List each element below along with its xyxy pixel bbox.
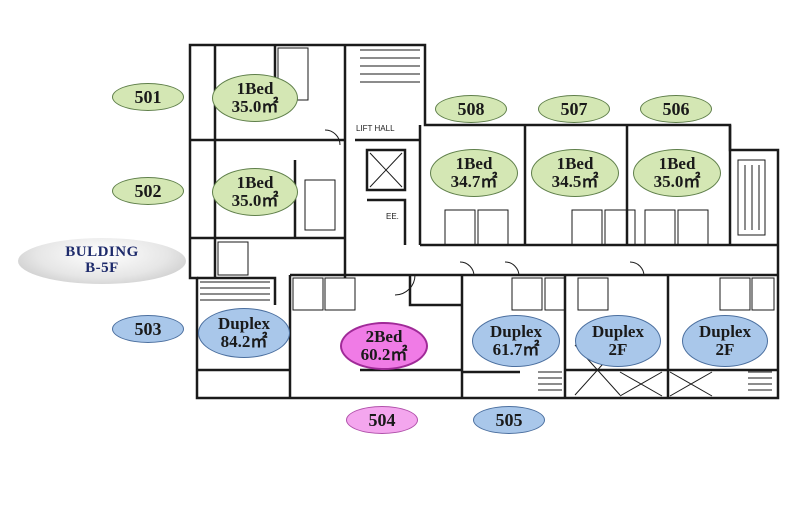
lift-hall-text: LIFT HALL xyxy=(356,124,395,133)
room-type: Duplex xyxy=(218,314,270,334)
room-area: 34.5㎡ xyxy=(551,172,599,191)
building-name: BULDING xyxy=(65,244,139,261)
stair-dup xyxy=(748,371,772,391)
unit-507-tag[interactable]: 507 xyxy=(538,95,610,123)
stair-north xyxy=(360,49,420,83)
duplex-2f-label[interactable]: Duplex 2F xyxy=(575,315,661,367)
room-type: 1Bed xyxy=(556,154,594,174)
elevator xyxy=(369,152,403,188)
room-type: 1Bed xyxy=(236,173,274,193)
room-type: 1Bed xyxy=(658,154,696,174)
room-type: Duplex xyxy=(699,322,751,342)
unit-502-tag[interactable]: 502 xyxy=(112,177,184,205)
room-505-label[interactable]: Duplex 61.7㎡ xyxy=(472,315,560,367)
unit-508-tag[interactable]: 508 xyxy=(435,95,507,123)
unit-501-tag[interactable]: 501 xyxy=(112,83,184,111)
room-507-label[interactable]: 1Bed 34.5㎡ xyxy=(531,149,619,197)
room-area: 34.7㎡ xyxy=(450,172,498,191)
room-area: 35.0㎡ xyxy=(231,97,279,116)
stair-east xyxy=(737,159,766,236)
room-area: 2F xyxy=(608,340,628,359)
room-type: 1Bed xyxy=(455,154,493,174)
room-type: Duplex xyxy=(592,322,644,342)
wall xyxy=(197,276,277,305)
room-area: 84.2㎡ xyxy=(220,332,268,351)
wall xyxy=(365,148,407,192)
unit-503-tag[interactable]: 503 xyxy=(112,315,184,343)
duplex-2f-label[interactable]: Duplex 2F xyxy=(682,315,768,367)
room-area: 35.0㎡ xyxy=(231,191,279,210)
room-type: 2Bed xyxy=(365,327,403,347)
void xyxy=(619,371,663,397)
room-506-label[interactable]: 1Bed 35.0㎡ xyxy=(633,149,721,197)
room-area: 60.2㎡ xyxy=(360,345,408,364)
room-502-label[interactable]: 1Bed 35.0㎡ xyxy=(212,168,298,216)
room-type: Duplex xyxy=(490,322,542,342)
stair-west xyxy=(200,281,270,301)
room-area: 2F xyxy=(715,340,735,359)
unit-506-tag[interactable]: 506 xyxy=(640,95,712,123)
room-area: 61.7㎡ xyxy=(492,340,540,359)
room-508-label[interactable]: 1Bed 34.7㎡ xyxy=(430,149,518,197)
void xyxy=(669,371,713,397)
stair-dup xyxy=(538,371,562,391)
room-area: 35.0㎡ xyxy=(653,172,701,191)
unit-504-tag[interactable]: 504 xyxy=(346,406,418,434)
room-503-label[interactable]: Duplex 84.2㎡ xyxy=(198,308,290,358)
building-floor: B-5F xyxy=(85,260,119,276)
building-label: BULDING B-5F xyxy=(18,238,186,284)
wall xyxy=(367,198,407,245)
outer-wall xyxy=(188,43,780,400)
ee-text: EE. xyxy=(386,212,399,221)
room-504-label[interactable]: 2Bed 60.2㎡ xyxy=(340,322,428,370)
room-501-label[interactable]: 1Bed 35.0㎡ xyxy=(212,74,298,122)
unit-505-tag[interactable]: 505 xyxy=(473,406,545,434)
room-type: 1Bed xyxy=(236,79,274,99)
wall xyxy=(408,275,462,307)
